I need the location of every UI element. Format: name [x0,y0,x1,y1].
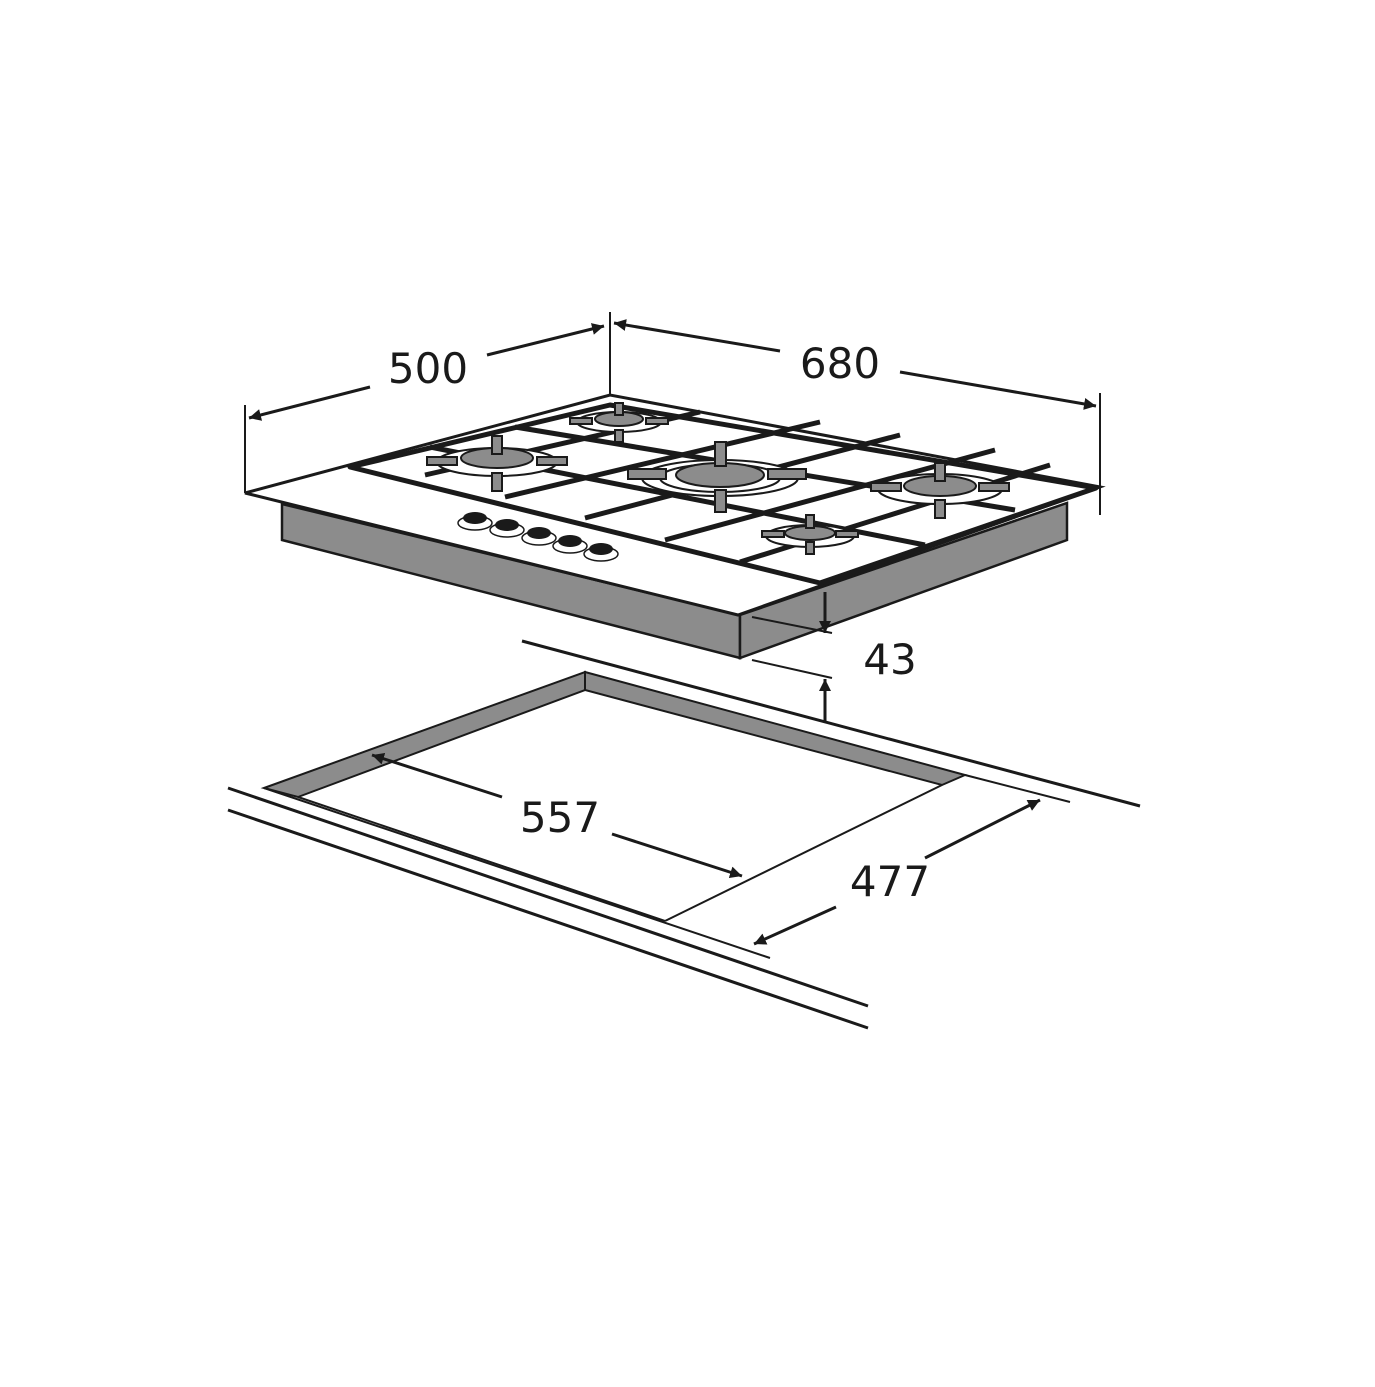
cutout-dimensions [371,752,1041,946]
height-label: 43 [863,635,916,684]
cutout-left-wall [260,670,586,799]
knob-2-icon [489,519,525,538]
control-knobs [457,512,619,562]
hob-right-side [738,501,1069,660]
burner-front-small [761,514,859,555]
knob-4-icon [552,535,588,554]
cutout-width-label: 557 [520,793,600,842]
cutout-back-wall [584,670,969,787]
knob-1-icon [457,512,493,531]
knob-5-icon [583,543,619,562]
burner-rear-left [426,435,568,492]
width-label: 680 [800,339,880,388]
burner-right [870,462,1010,519]
hob-dimensions [244,312,1101,722]
depth-label: 500 [388,344,468,393]
cutout-depth-label: 477 [850,857,930,906]
countertop [227,639,1141,1030]
hob [244,393,1106,660]
burner-rear-right-small [569,402,669,443]
burner-center-wok [627,441,807,513]
knob-3-icon [521,527,557,546]
